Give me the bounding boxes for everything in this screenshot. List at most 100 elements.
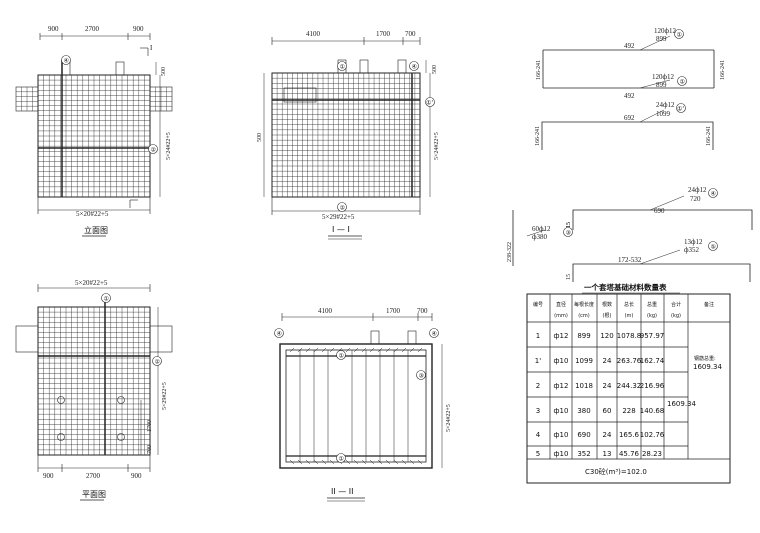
- table-cell: 165.6: [619, 431, 640, 439]
- plan-right-small-2: 700: [147, 445, 153, 454]
- material-table: [526, 293, 731, 484]
- table-cell: 2: [536, 382, 540, 390]
- bar4-length: 720: [690, 195, 701, 203]
- section1-dim-2: 1700: [376, 30, 391, 38]
- table-header-1: 直径: [556, 301, 566, 308]
- section1-title: I — I: [332, 225, 350, 234]
- table-cell: 352: [577, 450, 590, 458]
- table-cell: 1018: [575, 382, 593, 390]
- plan-mark-2: ②: [155, 359, 161, 366]
- bar5-spec: 60ф12: [532, 225, 551, 233]
- bar4-hook: 15: [566, 222, 572, 228]
- table-unit-4: (m): [625, 313, 634, 319]
- plan-dim-2: 2700: [86, 472, 101, 480]
- section1-right-small: 500: [432, 65, 438, 74]
- table-cell: 957.97: [640, 332, 665, 340]
- table-cell: ф12: [554, 332, 569, 340]
- section2-dim-3: 700: [417, 307, 428, 315]
- section1-dim-3: 700: [405, 30, 416, 38]
- section1-left-dim: 500: [257, 133, 263, 142]
- table-cell: ф10: [554, 407, 569, 415]
- table-cell: 140.68: [640, 407, 665, 415]
- section2-mark-1a: ①: [339, 353, 344, 360]
- table-remark-value: 1609.34: [693, 363, 722, 371]
- section1-mark-2: ②: [340, 205, 346, 212]
- table-cell: 28.23: [642, 450, 662, 458]
- table-cell: 263.76: [617, 357, 642, 365]
- table-header-6: 合计: [671, 301, 681, 308]
- plan-dim-1: 900: [43, 472, 54, 480]
- table-header-7: 备注: [704, 301, 714, 308]
- section2-mark-4a: ④: [277, 331, 282, 338]
- bar6-length: ф352: [684, 246, 700, 254]
- elevation-view: [15, 33, 173, 214]
- table-title: 一个套塔基础材料数量表: [584, 282, 667, 292]
- bar3-length: 1099: [656, 110, 671, 118]
- plan-view: [15, 284, 173, 472]
- table-cell: 690: [577, 431, 590, 439]
- table-cell: 1099: [575, 357, 593, 365]
- plan-top-dim: 5×20#22+5: [75, 279, 108, 287]
- table-cell: 1078.8: [617, 332, 642, 340]
- table-cell: 24: [603, 357, 612, 365]
- table-header-3: 根数: [602, 301, 612, 308]
- section2-mark-3: ③: [419, 373, 424, 380]
- section1-mark-1p: ①': [426, 100, 433, 107]
- bar3-mark: ①': [677, 106, 684, 113]
- bar5-length: ф380: [532, 233, 548, 241]
- table-cell: 24: [603, 431, 612, 439]
- section2-title: II — II: [331, 487, 354, 496]
- bar3-span: 692: [624, 114, 635, 122]
- bar5-hook: 15: [566, 222, 572, 228]
- table-unit-3: (根): [603, 312, 612, 319]
- table-unit-2: (cm): [578, 313, 590, 319]
- table-cell: 24: [603, 382, 612, 390]
- table-footer: C30砼(m³)=102.0: [585, 467, 647, 476]
- table-cell: 102.76: [640, 431, 665, 439]
- bar2-spec: 120ф12: [652, 73, 675, 81]
- bar1-right-hook: 166-241: [720, 60, 726, 80]
- bar3-left-hook: 166-241: [535, 126, 541, 146]
- plan-right-small-1: 1700: [147, 420, 153, 432]
- rebar-details: [512, 29, 753, 282]
- bar3-right-hook: 166-241: [706, 126, 712, 146]
- bar1-length: 899: [656, 35, 667, 43]
- table-unit-6: (kg): [671, 313, 681, 319]
- section1-mark-1: ①: [340, 64, 345, 71]
- bar5-mark: ③: [566, 230, 571, 237]
- bar2-length: 899: [656, 81, 667, 89]
- table-cell: 45.76: [619, 450, 640, 458]
- table-header-5: 总重: [647, 301, 657, 308]
- table-cell: 5: [536, 450, 540, 458]
- elevation-mark-2: ②: [151, 147, 157, 154]
- plan-mark-1: ①: [104, 296, 109, 303]
- section2-mark-1b: ①: [339, 456, 344, 463]
- table-header-2: 每根长度: [574, 301, 594, 308]
- table-header-4: 总长: [624, 301, 634, 308]
- elevation-bottom-dim: 5×20#22+5: [76, 210, 109, 218]
- table-cell: ф10: [554, 431, 569, 439]
- table-cell: 216.96: [640, 382, 665, 390]
- bar1-span: 492: [624, 42, 635, 50]
- section-1-view: [263, 37, 435, 215]
- table-cell: 244.32: [617, 382, 642, 390]
- table-cell: 120: [600, 332, 613, 340]
- elevation-section-mark: I: [150, 44, 153, 52]
- elevation-right-dim: 5×24#22+5: [166, 132, 172, 160]
- table-header-0: 编号: [533, 301, 543, 308]
- bar2-span: 492: [624, 92, 635, 100]
- plan-title: 平面图: [82, 490, 106, 499]
- section2-right-dim: 5×24#22+5: [446, 404, 452, 432]
- bar3-spec: 24ф12: [656, 101, 675, 109]
- table-cell: 1: [536, 332, 540, 340]
- section1-right-dim: 5×24#22+5: [434, 132, 440, 160]
- table-cell: ф12: [554, 382, 569, 390]
- table-remark-label: 钢筋总重:: [694, 355, 716, 362]
- bar5-side: 238-322: [507, 242, 513, 262]
- bar4-span: 690: [654, 207, 665, 215]
- table-cell: 380: [577, 407, 590, 415]
- table-cell: 13: [603, 450, 612, 458]
- bar2-mark: ①: [680, 79, 685, 86]
- bar4-spec: 24ф12: [688, 186, 707, 194]
